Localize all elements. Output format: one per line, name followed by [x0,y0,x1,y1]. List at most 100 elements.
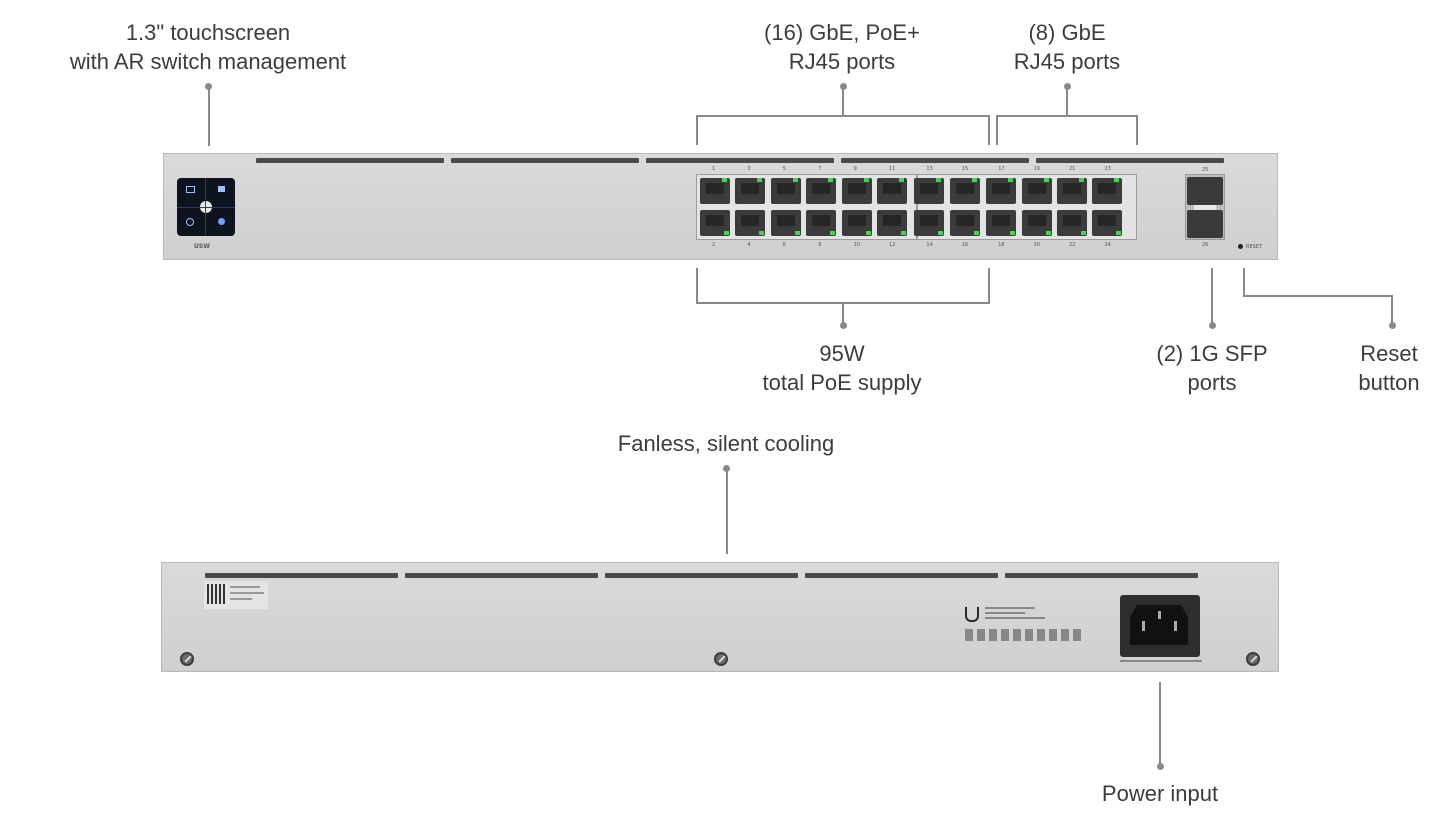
gbe-ports-callout: (8) GbE RJ45 ports [987,18,1147,76]
switch-rear-panel [161,562,1279,672]
poe-supply-callout-line2: total PoE supply [762,370,922,395]
rear-vent [405,573,598,578]
port-link-led [938,231,944,235]
port-link-led [1116,231,1122,235]
port-number-label: 15 [961,166,969,172]
front-vent [451,158,639,163]
rj45-port[interactable] [1057,178,1087,204]
port-number-label: 11 [889,166,896,172]
gbe-ports-callout-line1: (8) GbE [1028,20,1106,45]
regulatory-marks [965,629,1081,641]
sfp-port[interactable] [1187,177,1223,205]
port-link-led [830,231,836,235]
poe-ports-callout-line1: (16) GbE, PoE+ [764,20,920,45]
port-number-label: 10 [853,242,860,248]
port-number-label: 2 [712,242,716,248]
port-link-led [1079,178,1084,182]
rj45-port[interactable] [949,178,980,204]
qr-code-icon [207,584,227,604]
rear-vent [605,573,798,578]
port-link-led [794,231,800,235]
rj45-port[interactable] [986,178,1017,204]
port-number-label: 12 [889,242,896,248]
port-number-label: 16 [961,242,969,248]
power-rating-text [1120,660,1202,662]
rj45-port[interactable] [1092,178,1123,204]
port-link-led [1114,178,1120,182]
port-link-led [865,231,871,235]
port-link-led [1045,231,1051,235]
front-vent [1036,158,1224,163]
port-link-led [973,231,979,235]
port-link-led [1081,231,1086,235]
rj45-port[interactable] [841,178,872,204]
touchscreen-display-icon[interactable] [177,178,235,236]
port-number-label: 3 [747,166,751,172]
port-number-label: 6 [782,242,786,248]
screw-icon [714,652,728,666]
poe-ports-callout: (16) GbE, PoE+ RJ45 ports [742,18,942,76]
rj45-port[interactable] [735,178,766,204]
port-link-led [863,178,869,182]
port-number-label: 21 [1069,166,1076,172]
reset-callout: Reset button [1344,339,1434,397]
port-number-label: 18 [998,242,1005,248]
sfp-ports-callout-line2: ports [1187,370,1237,395]
gbe-ports-callout-line2: RJ45 ports [1013,49,1121,74]
poe-supply-callout-line1: 95W [819,341,865,366]
sfp-port[interactable] [1187,210,1223,238]
reset-callout-line1: Reset [1360,341,1418,366]
port-link-led [1043,178,1049,182]
cooling-callout: Fanless, silent cooling [617,431,835,456]
sfp-ports-callout: (2) 1G SFP ports [1142,339,1282,397]
sfp-label-25: 25 [1202,167,1209,173]
port-link-led [722,178,727,182]
ubiquiti-logo-icon [965,607,979,622]
screw-icon [1246,652,1260,666]
iec-power-socket-icon[interactable] [1120,595,1200,657]
rj45-port[interactable] [700,178,730,204]
regulatory-text [985,607,1065,622]
port-number-label: 19 [1033,166,1040,172]
port-number-label: 4 [747,242,751,248]
rj45-port[interactable] [914,178,945,204]
port-link-led [757,178,763,182]
reset-button[interactable] [1238,244,1243,249]
port-number-label: 17 [998,166,1005,172]
port-link-led [724,231,729,235]
rj45-port[interactable] [770,178,801,204]
rear-vent [805,573,998,578]
touchscreen-callout-line1: 1.3" touchscreen [125,20,291,45]
port-number-label: 14 [926,242,933,248]
rj45-port[interactable] [877,178,907,204]
port-link-led [1008,178,1014,182]
reset-label: RESET [1246,244,1263,250]
front-vent [841,158,1029,163]
port-number-label: 23 [1104,166,1111,172]
sfp-cage [1185,174,1225,240]
rj45-port[interactable] [877,210,907,236]
port-number-label: 8 [818,242,822,248]
port-link-led [899,178,904,182]
rj45-port[interactable] [806,178,837,204]
model-label: USW [194,243,210,250]
port-link-led [792,178,798,182]
port-number-label: 13 [926,166,933,172]
front-vent [646,158,834,163]
reset-callout-line2: button [1358,370,1420,395]
rj45-port[interactable] [1021,178,1052,204]
port-link-led [901,231,906,235]
touchscreen-callout-line2: with AR switch management [69,49,347,74]
port-link-led [971,178,977,182]
port-number-label: 24 [1104,242,1111,248]
port-number-label: 1 [712,166,716,172]
rear-vent [1005,573,1198,578]
touchscreen-callout: 1.3" touchscreen with AR switch manageme… [58,18,358,76]
sfp-label-26: 26 [1202,242,1209,248]
port-link-led [936,178,942,182]
port-number-label: 7 [818,166,822,172]
sfp-ports-callout-line1: (2) 1G SFP [1156,341,1268,366]
port-link-led [1010,231,1016,235]
port-number-label: 5 [782,166,786,172]
